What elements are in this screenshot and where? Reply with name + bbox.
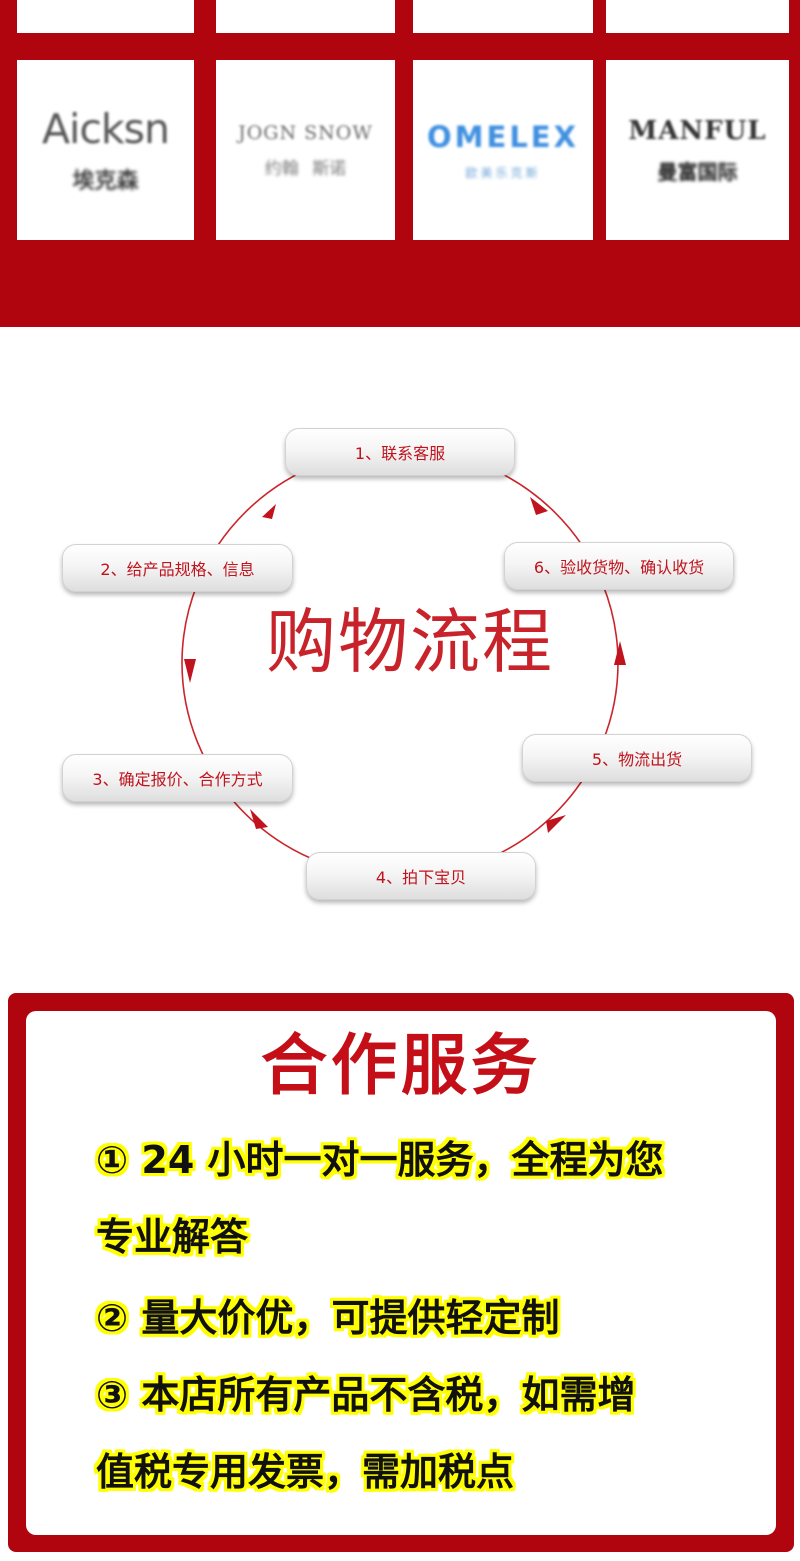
- brand-name: OMELEX: [427, 119, 579, 154]
- item-marker: ③: [96, 1373, 129, 1417]
- brand-name: MANFUL: [628, 115, 767, 146]
- arrow-4-to-5-icon: [546, 815, 566, 833]
- brand-logo-jogn-snow[interactable]: JOGN SNOW 约翰 斯诺: [216, 60, 395, 240]
- arrow-3-to-4-icon: [250, 809, 268, 829]
- process-step-2: 2、给产品规格、信息: [62, 544, 293, 592]
- item-text: 本店所有产品不含税，: [141, 1373, 522, 1417]
- brand-name: Aicksn: [41, 105, 170, 153]
- item-text: 需加税点: [362, 1450, 515, 1494]
- arrow-5-to-6-icon: [614, 641, 626, 665]
- item-marker: ①: [96, 1138, 129, 1182]
- brand-banner: Aicksn 埃克森 JOGN SNOW 约翰 斯诺 OMELEX 欧美乐克斯 …: [0, 0, 800, 327]
- process-step-5: 5、物流出货: [522, 734, 752, 782]
- arrow-6-to-1-icon: [530, 497, 548, 515]
- process-step-4: 4、拍下宝贝: [306, 852, 536, 900]
- item-text: 专业解答: [96, 1215, 249, 1259]
- item-text: 量大价优，: [141, 1296, 332, 1340]
- brand-subtitle: 曼富国际: [657, 159, 738, 184]
- brand-name: JOGN SNOW: [238, 121, 373, 144]
- process-title: 购物流程: [266, 601, 554, 683]
- process-step-6: 6、验收货物、确认收货: [504, 542, 734, 590]
- arrow-2-to-3-icon: [184, 659, 196, 683]
- brand-logo-aicksn[interactable]: Aicksn 埃克森: [17, 60, 194, 240]
- arrow-1-to-2-icon: [262, 504, 276, 519]
- brand-tile-top-3: [413, 0, 593, 33]
- item-text: 全程为您: [511, 1138, 664, 1182]
- service-item-1-cont: 专业解答: [96, 1218, 248, 1256]
- service-item-3: ③ 本店所有产品不含税，如需增: [96, 1376, 635, 1414]
- service-item-2: ② 量大价优，可提供轻定制: [96, 1299, 559, 1337]
- item-text: 值税专用发票，: [96, 1450, 363, 1494]
- service-item-1: ① 24 小时一对一服务，全程为您: [96, 1141, 664, 1179]
- brand-tile-top-4: [606, 0, 789, 33]
- brand-logo-omelex[interactable]: OMELEX 欧美乐克斯: [413, 60, 593, 240]
- item-text: 可提供轻定制: [331, 1296, 560, 1340]
- brand-subtitle: 约翰 斯诺: [264, 158, 347, 179]
- service-section: 合作服务 ① 24 小时一对一服务，全程为您 专业解答 ② 量大价优，可提供轻定…: [8, 993, 794, 1552]
- brand-subtitle: 埃克森: [72, 169, 139, 194]
- service-item-3-cont: 值税专用发票，需加税点: [96, 1453, 514, 1491]
- brand-logo-manful[interactable]: MANFUL 曼富国际: [606, 60, 789, 240]
- process-step-3: 3、确定报价、合作方式: [62, 754, 293, 802]
- brand-tile-top-2: [216, 0, 395, 33]
- brand-tile-top-1: [17, 0, 194, 33]
- item-text: 24 小时一对一服务，: [141, 1138, 512, 1182]
- item-marker: ②: [96, 1296, 129, 1340]
- service-panel: 合作服务 ① 24 小时一对一服务，全程为您 专业解答 ② 量大价优，可提供轻定…: [26, 1011, 776, 1535]
- shopping-process: 购物流程 1、联系客服 2、给产品规格、信息 3、确定报价、合作方式 4、拍下宝…: [0, 327, 800, 992]
- service-title: 合作服务: [261, 1027, 541, 1104]
- item-text: 如需增: [521, 1373, 636, 1417]
- brand-subtitle: 欧美乐克斯: [465, 165, 541, 180]
- process-step-1: 1、联系客服: [285, 428, 515, 476]
